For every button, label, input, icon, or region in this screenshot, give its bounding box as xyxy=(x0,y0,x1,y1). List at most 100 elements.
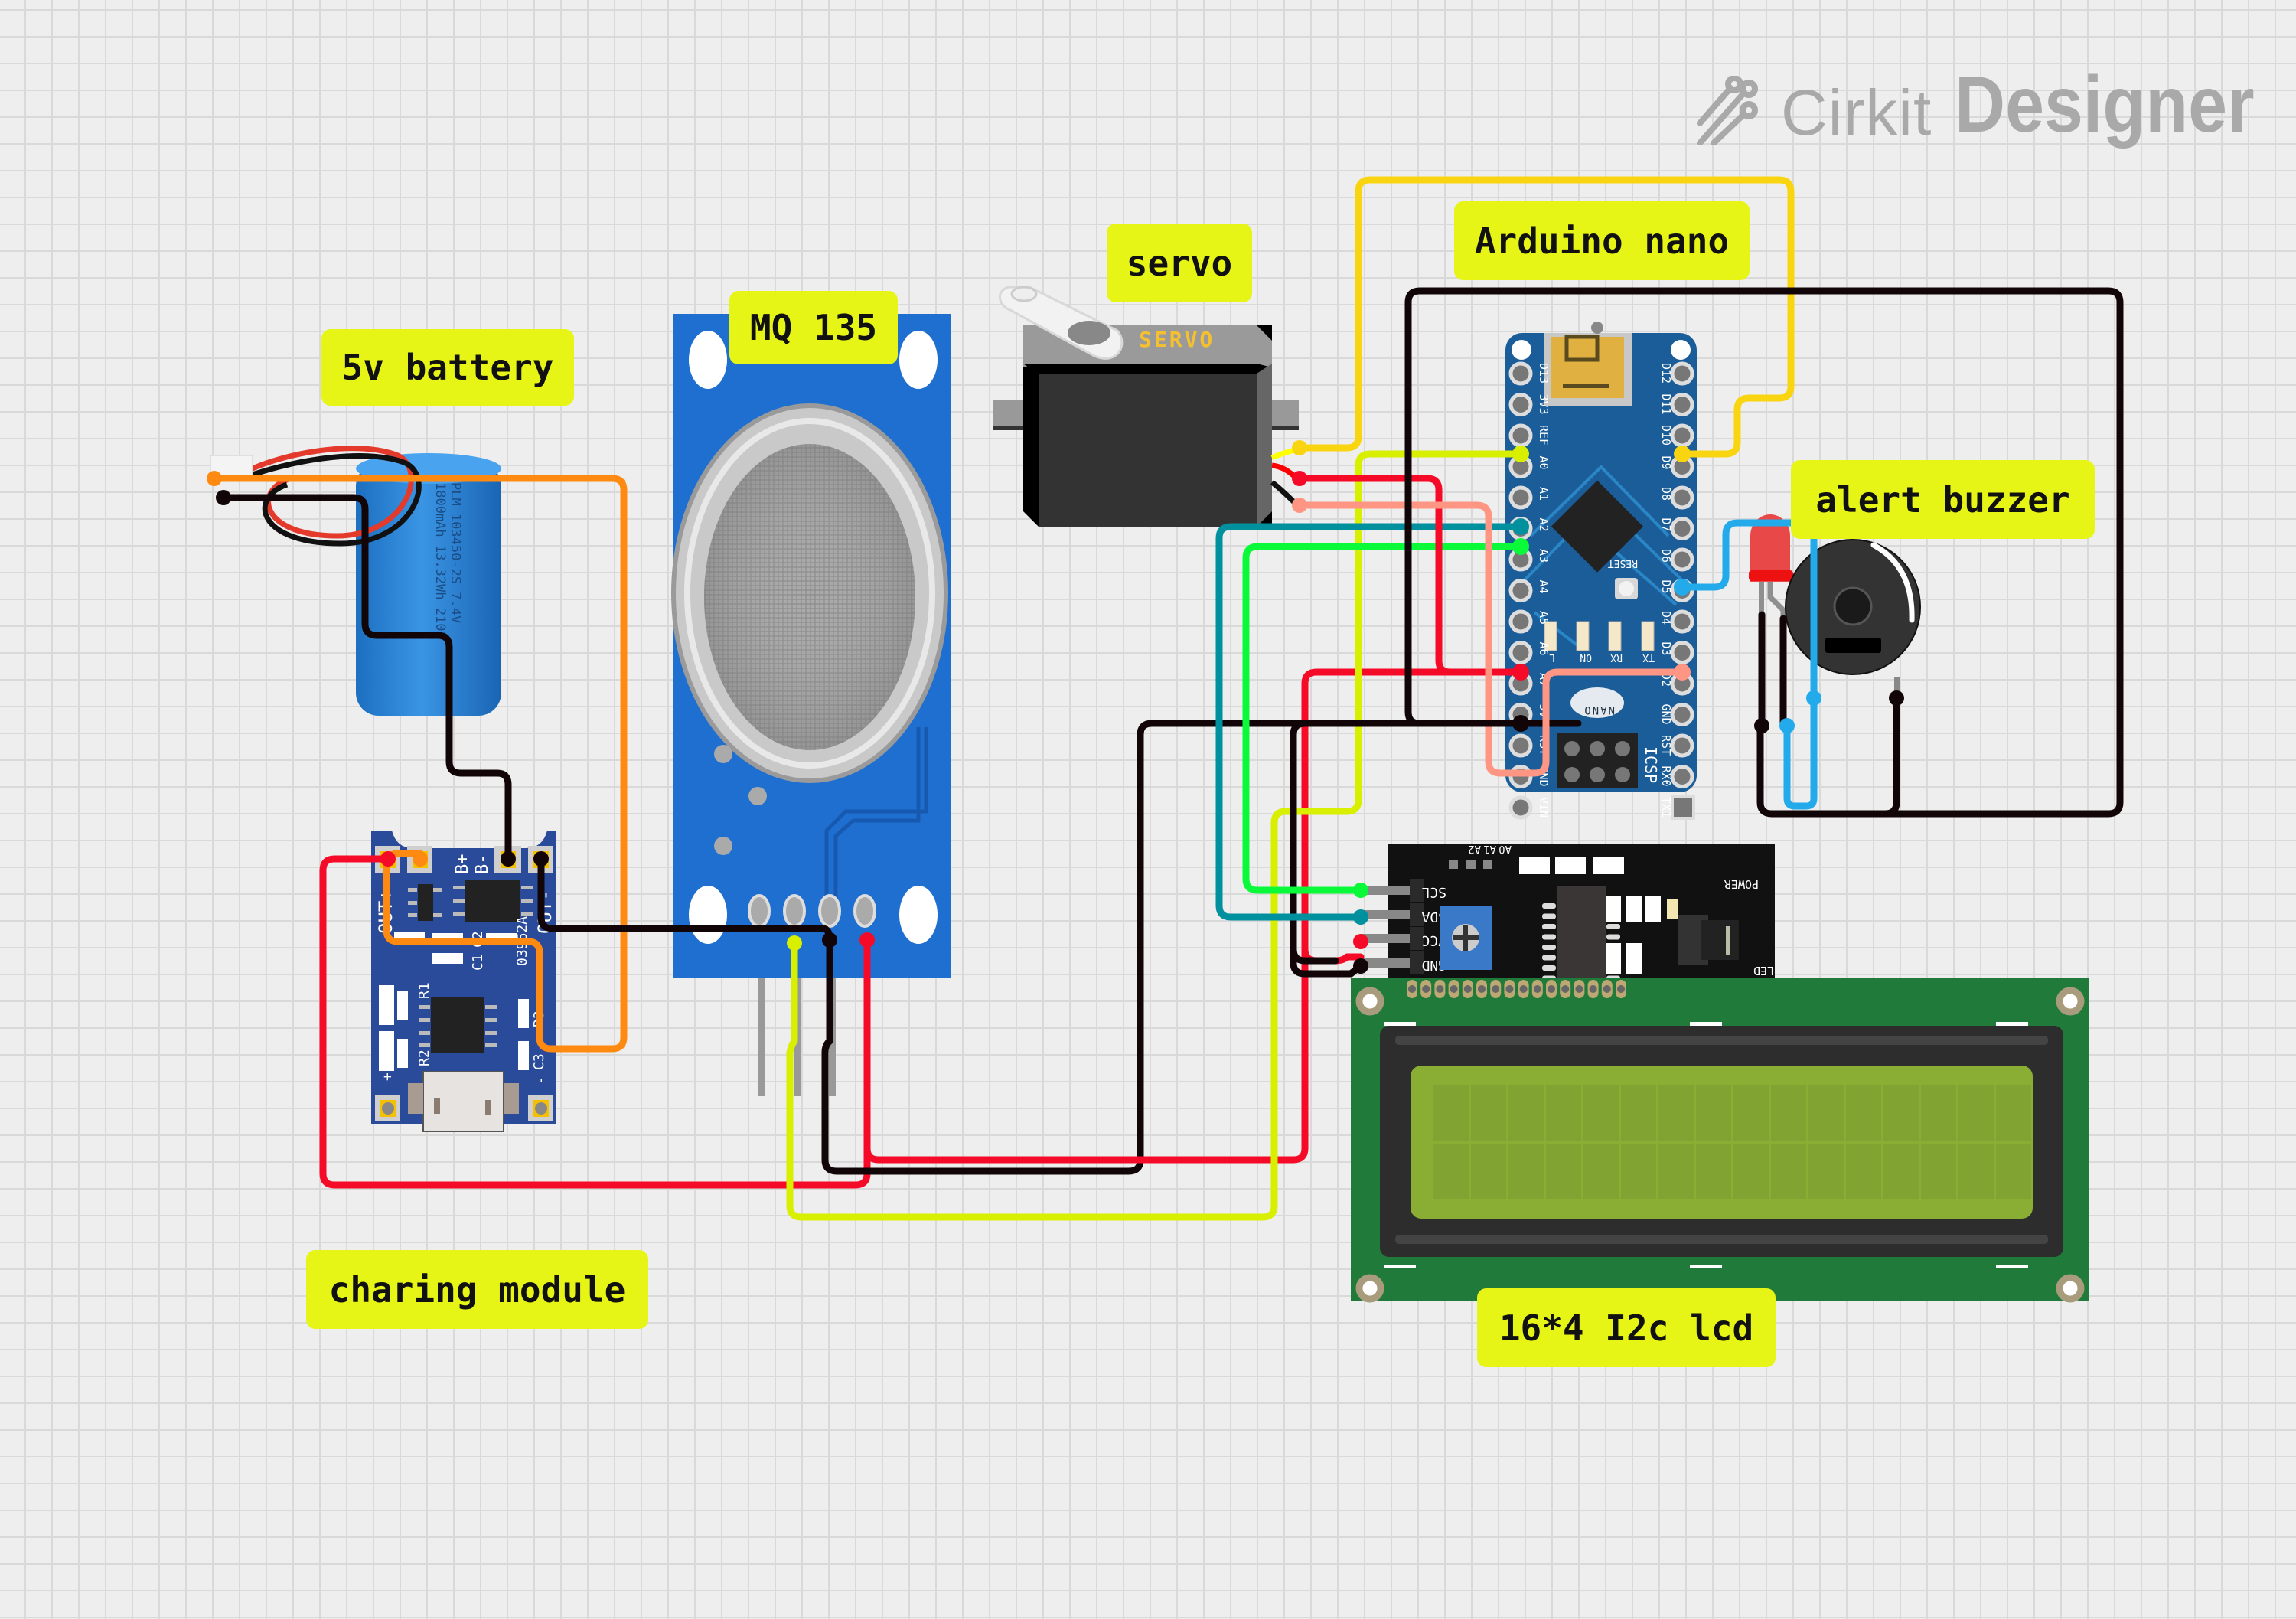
i2c-pin-vcc: VCC xyxy=(1421,932,1446,948)
pin-d4[interactable]: D4 xyxy=(1659,609,1694,634)
pin-a0[interactable]: A0 xyxy=(1508,455,1551,478)
pin-label-b-plus: B+ xyxy=(453,854,472,875)
piezo-buzzer[interactable] xyxy=(1785,539,1921,708)
wire-endpoint[interactable] xyxy=(1292,440,1307,455)
wire-red-servo-power[interactable] xyxy=(1296,475,1523,676)
pin-label: D11 xyxy=(1659,394,1673,415)
wire-black-battery-negative[interactable] xyxy=(220,494,512,863)
arduino-nano[interactable]: RESET L ON RX TX NANO ICSP D133V3REFA0A1… xyxy=(1505,322,1697,820)
lcd-char-cell xyxy=(1883,1144,1919,1199)
pin-vin[interactable]: VIN xyxy=(1508,795,1551,820)
wire-black-buzzer-pin[interactable] xyxy=(1881,700,1900,818)
pin-a5[interactable]: A5 xyxy=(1508,609,1551,634)
wire-endpoint[interactable] xyxy=(1353,958,1368,974)
pin-label-b-minus: B- xyxy=(473,854,492,875)
wire-red-vcc[interactable] xyxy=(863,668,1523,1164)
wire-endpoint[interactable] xyxy=(1292,471,1307,486)
wire-salmon-servo-ground[interactable] xyxy=(1296,501,1686,777)
crystal xyxy=(1570,687,1624,718)
wire-blue-alert[interactable] xyxy=(1678,519,1818,810)
silk-power: POWER xyxy=(1724,877,1759,891)
wire-endpoint[interactable] xyxy=(859,932,875,948)
pin-d3[interactable]: D3 xyxy=(1659,641,1694,664)
pin-a4[interactable]: A4 xyxy=(1508,579,1551,602)
charging-module[interactable]: B+ B- OUT+ OUT- R1 R2 R3 C1 C2 xyxy=(371,831,556,1132)
servo-brand-text: SERVO xyxy=(1139,327,1215,352)
silk-nano: NANO xyxy=(1583,703,1615,716)
wire-endpoint[interactable] xyxy=(822,932,837,948)
wire-black-out-minus[interactable] xyxy=(537,720,1582,1175)
wire-endpoint[interactable] xyxy=(1779,718,1795,733)
wire-black-lcd-gnd-end[interactable] xyxy=(1290,945,1365,978)
microcontroller-chip xyxy=(1551,480,1644,573)
pin-label: D3 xyxy=(1659,642,1673,656)
label-charging-module[interactable]: charing module xyxy=(306,1250,648,1329)
silk-l: L xyxy=(1549,651,1555,663)
pin-ref[interactable]: REF xyxy=(1508,423,1551,448)
wire-endpoint[interactable] xyxy=(380,851,396,867)
wire-endpoint[interactable] xyxy=(1353,934,1368,949)
wire-red-out-plus[interactable] xyxy=(319,855,871,1189)
wire-endpoint[interactable] xyxy=(1674,446,1691,462)
label-servo[interactable]: servo xyxy=(1107,224,1252,302)
wire-endpoint[interactable] xyxy=(1512,715,1529,732)
i2c-backpack[interactable]: SCL SDA VCC GND A2 A1 A0 POWER LED xyxy=(1362,843,1775,981)
pin-d6[interactable]: D6 xyxy=(1659,547,1694,572)
pin-d12[interactable]: D12 xyxy=(1659,361,1694,386)
silk-rx: RX xyxy=(1610,651,1623,663)
lcd-char-cell xyxy=(1846,1085,1881,1141)
servo-motor[interactable]: SERVO xyxy=(993,286,1300,527)
pin-rx0[interactable]: RX0 xyxy=(1659,765,1694,788)
lcd-char-cell xyxy=(1808,1085,1844,1141)
wire-black-lcd-gnd[interactable] xyxy=(1290,720,1523,965)
pin-a6[interactable]: A6 xyxy=(1508,641,1551,664)
label-lcd[interactable]: 16*4 I2c lcd xyxy=(1477,1288,1776,1367)
wire-endpoint[interactable] xyxy=(1754,718,1769,733)
wire-orange-battery-positive[interactable] xyxy=(210,475,628,1053)
wire-endpoint[interactable] xyxy=(1674,664,1691,681)
red-led[interactable] xyxy=(1749,514,1793,619)
label-mq135[interactable]: MQ 135 xyxy=(729,291,898,364)
pin-d7[interactable]: D7 xyxy=(1659,517,1694,540)
wire-endpoint[interactable] xyxy=(413,851,428,867)
pin-d8[interactable]: D8 xyxy=(1659,485,1694,510)
wire-endpoint[interactable] xyxy=(1512,538,1529,555)
lcd-header-pin xyxy=(1560,980,1571,998)
lcd-header-pin xyxy=(1601,980,1613,998)
label-buzzer[interactable]: alert buzzer xyxy=(1791,460,2095,539)
pin-gnd[interactable]: GND xyxy=(1659,703,1694,726)
wire-teal-sda[interactable] xyxy=(1215,523,1523,921)
pin-d13[interactable]: D13 xyxy=(1508,361,1551,386)
lcd-display[interactable] xyxy=(1351,978,2089,1303)
wire-endpoint[interactable] xyxy=(1512,664,1529,681)
mount-hole xyxy=(899,886,938,944)
wire-endpoint[interactable] xyxy=(1353,909,1368,925)
pin-label: REF xyxy=(1537,425,1551,446)
wire-black-buzzer-ground-loop[interactable] xyxy=(1404,287,2124,818)
pin-3v3[interactable]: 3V3 xyxy=(1508,393,1551,416)
wire-endpoint[interactable] xyxy=(1512,446,1529,462)
pin-a1[interactable]: A1 xyxy=(1508,485,1551,510)
wire-endpoint[interactable] xyxy=(1806,690,1821,706)
wire-endpoint[interactable] xyxy=(501,851,516,867)
pin-label: A4 xyxy=(1537,580,1551,594)
pin-tx1[interactable]: TX1 xyxy=(1659,795,1695,820)
wire-endpoint[interactable] xyxy=(1674,579,1691,596)
wire-endpoint[interactable] xyxy=(787,935,802,951)
pin-rst[interactable]: RST xyxy=(1659,733,1694,758)
wire-endpoint[interactable] xyxy=(1353,883,1368,898)
label-arduino[interactable]: Arduino nano xyxy=(1454,201,1750,280)
wire-endpoint[interactable] xyxy=(533,851,549,867)
wire-endpoint[interactable] xyxy=(1292,498,1307,513)
circuit-traces-icon xyxy=(1697,76,1758,145)
wire-endpoint[interactable] xyxy=(1512,518,1529,535)
wire-endpoint[interactable] xyxy=(216,490,231,505)
mq135-sensor[interactable] xyxy=(671,314,951,1096)
wire-yellowgreen-analog[interactable] xyxy=(786,450,1523,1221)
wire-endpoint[interactable] xyxy=(207,471,222,486)
label-battery[interactable]: 5v battery xyxy=(321,329,574,406)
wire-endpoint[interactable] xyxy=(1889,690,1904,706)
pin-d11[interactable]: D11 xyxy=(1659,393,1694,416)
wire-green-scl[interactable] xyxy=(1242,543,1523,894)
